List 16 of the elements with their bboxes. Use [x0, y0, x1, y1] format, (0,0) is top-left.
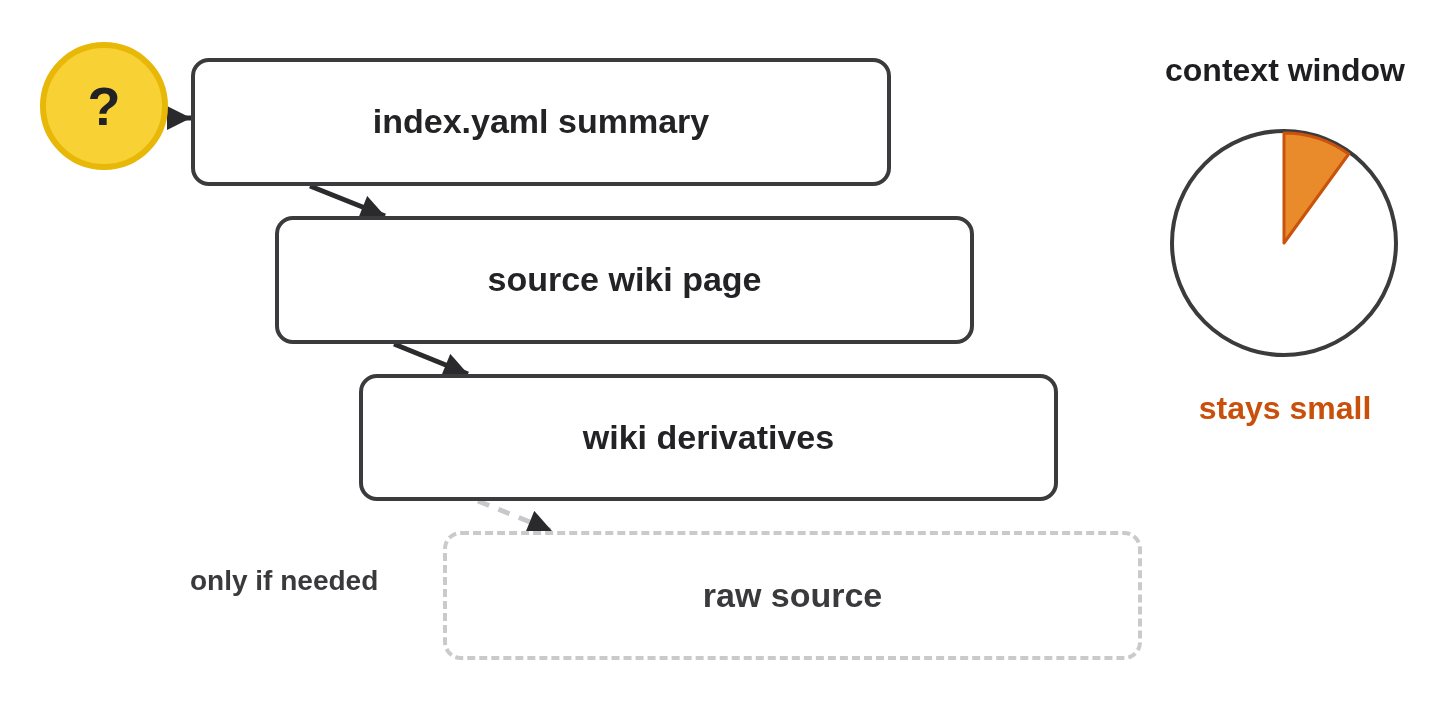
process-box — [191, 58, 891, 186]
box-label: wiki derivatives — [582, 417, 835, 458]
arrow — [166, 106, 191, 130]
annotation-text: only if needed — [190, 565, 379, 598]
question-mark: ? — [87, 74, 121, 138]
chart-title: context window — [1164, 52, 1406, 89]
arrow — [393, 341, 469, 377]
box-label: source wiki page — [487, 260, 762, 300]
box-label: raw source — [702, 575, 883, 616]
optional-process-box — [443, 531, 1142, 660]
process-box — [275, 216, 974, 344]
dashed-arrow — [477, 498, 553, 534]
chart-caption: stays small — [1197, 390, 1373, 427]
process-box — [359, 374, 1058, 501]
arrow — [309, 183, 386, 219]
box-label: index.yaml summary — [372, 102, 710, 142]
